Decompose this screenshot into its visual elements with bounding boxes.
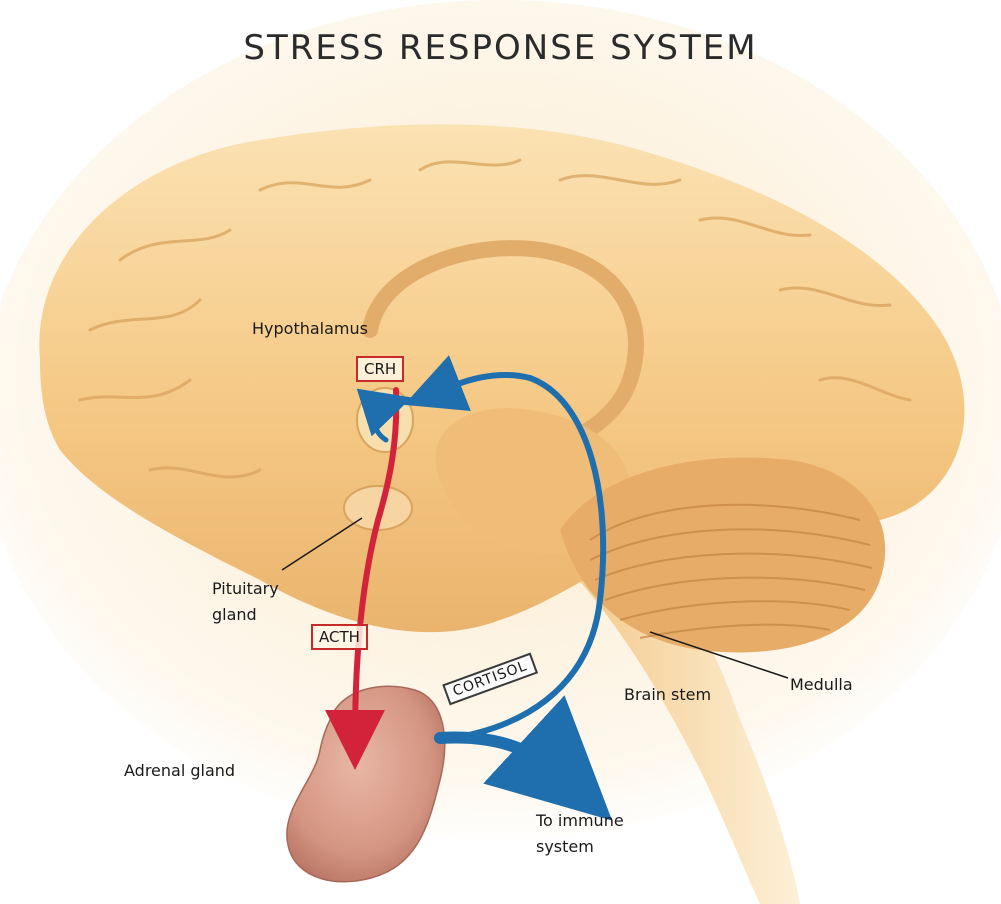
brain-stem-label: Brain stem — [624, 685, 712, 704]
immune-arrow — [434, 695, 613, 821]
crh-label: CRH — [356, 356, 405, 382]
pituitary-label-line2: gland — [212, 605, 257, 624]
adrenal-gland-label: Adrenal gland — [124, 761, 236, 780]
gyri-lines — [78, 158, 912, 479]
medulla-label: Medulla — [790, 675, 853, 694]
immune-label-line2: system — [536, 837, 594, 856]
brain-stem — [560, 560, 800, 904]
hypothalamus-region — [356, 387, 414, 453]
pituitary-pointer — [281, 517, 363, 571]
blue-feedback-loop — [356, 388, 412, 443]
cerebellum-folia — [589, 503, 873, 639]
red-hormone-arrow — [325, 387, 400, 770]
immune-label-line1: To immune — [536, 811, 624, 830]
medulla-pointer — [649, 631, 789, 679]
pituitary-label-line1: Pituitary — [212, 579, 279, 598]
page-title: STRESS RESPONSE SYSTEM — [243, 28, 758, 68]
corpus-callosum — [362, 240, 644, 463]
acth-label: ACTH — [311, 624, 368, 650]
hypothalamus-label: Hypothalamus — [252, 319, 368, 338]
